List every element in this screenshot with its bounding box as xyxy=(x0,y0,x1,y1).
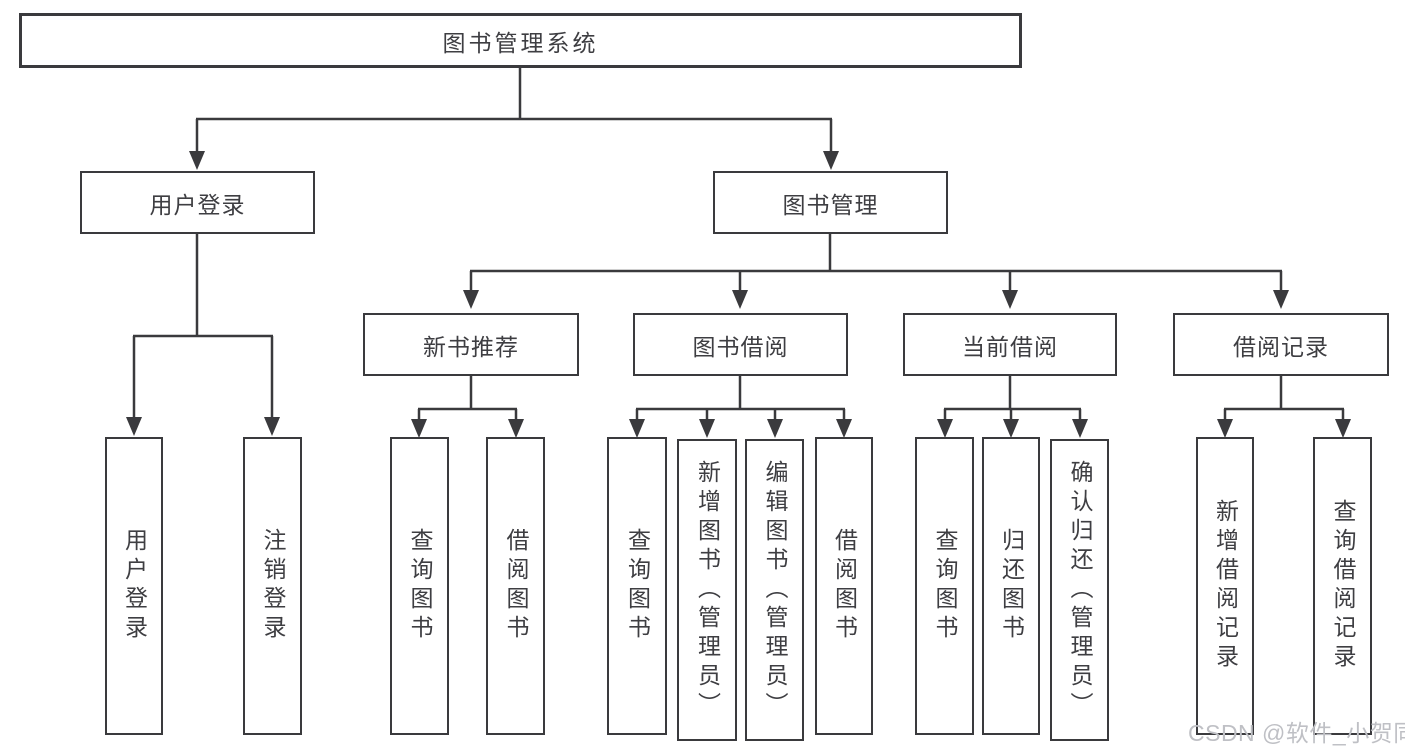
node-new-book-recommend: 新书推荐 xyxy=(363,313,579,376)
connector-book-borrow-children xyxy=(629,375,852,438)
leaf-borrow-query-books-label: 查询图书 xyxy=(624,528,651,644)
node-borrow-records: 借阅记录 xyxy=(1173,313,1389,376)
node-book-borrow-label: 图书借阅 xyxy=(692,333,789,360)
leaf-current-return-books-label: 归还图书 xyxy=(998,528,1025,644)
leaf-borrow-borrow-books: 借阅图书 xyxy=(815,437,873,735)
leaf-current-confirm-return-admin: 确认归还（管理员） xyxy=(1050,439,1109,741)
connector-new-book-children xyxy=(411,375,524,438)
node-borrow-records-label: 借阅记录 xyxy=(1233,333,1329,360)
node-current-borrow: 当前借阅 xyxy=(903,313,1117,376)
node-book-management: 图书管理 xyxy=(713,171,948,234)
leaf-record-add-record-label: 新增借阅记录 xyxy=(1212,499,1239,673)
node-book-management-label: 图书管理 xyxy=(782,191,879,218)
leaf-borrow-add-book-admin-label: 新增图书（管理员） xyxy=(694,459,721,721)
node-book-borrow: 图书借阅 xyxy=(633,313,848,376)
leaf-recommend-borrow-books-label: 借阅图书 xyxy=(503,528,529,644)
leaf-recommend-borrow-books: 借阅图书 xyxy=(486,437,545,735)
node-new-book-recommend-label: 新书推荐 xyxy=(423,333,519,360)
leaf-borrow-query-books: 查询图书 xyxy=(607,437,667,735)
leaf-record-add-record: 新增借阅记录 xyxy=(1196,437,1254,735)
connector-current-borrow-children xyxy=(937,375,1088,438)
leaf-borrow-edit-book-admin: 编辑图书（管理员） xyxy=(745,439,804,741)
leaf-current-confirm-return-admin-label: 确认归还（管理员） xyxy=(1067,459,1093,721)
node-root: 图书管理系统 xyxy=(19,13,1022,68)
leaf-current-query-books: 查询图书 xyxy=(915,437,974,735)
leaf-record-query-record: 查询借阅记录 xyxy=(1313,437,1372,735)
leaf-record-query-record-label: 查询借阅记录 xyxy=(1330,499,1356,673)
leaf-borrow-borrow-books-label: 借阅图书 xyxy=(831,528,858,644)
leaf-current-query-books-label: 查询图书 xyxy=(932,528,958,644)
connector-book-mgmt-children xyxy=(463,234,1289,309)
leaf-current-return-books: 归还图书 xyxy=(982,437,1040,735)
leaf-recommend-query-books-label: 查询图书 xyxy=(407,528,433,644)
node-user-login: 用户登录 xyxy=(80,171,315,234)
leaf-recommend-query-books: 查询图书 xyxy=(390,437,449,735)
connector-user-login-children xyxy=(126,234,280,436)
watermark: CSDN @软件_小贺同学 xyxy=(1188,720,1405,746)
connector-root-to-level2 xyxy=(189,68,839,170)
leaf-user-login-label: 用户登录 xyxy=(121,528,148,644)
node-user-login-label: 用户登录 xyxy=(149,191,246,218)
leaf-borrow-add-book-admin: 新增图书（管理员） xyxy=(677,439,737,741)
leaf-borrow-edit-book-admin-label: 编辑图书（管理员） xyxy=(762,459,788,721)
node-current-borrow-label: 当前借阅 xyxy=(962,333,1058,360)
leaf-user-login: 用户登录 xyxy=(105,437,163,735)
connector-borrow-record-children xyxy=(1217,375,1351,438)
leaf-logout: 注销登录 xyxy=(243,437,302,735)
node-root-label: 图书管理系统 xyxy=(442,29,599,56)
leaf-logout-label: 注销登录 xyxy=(260,528,286,644)
